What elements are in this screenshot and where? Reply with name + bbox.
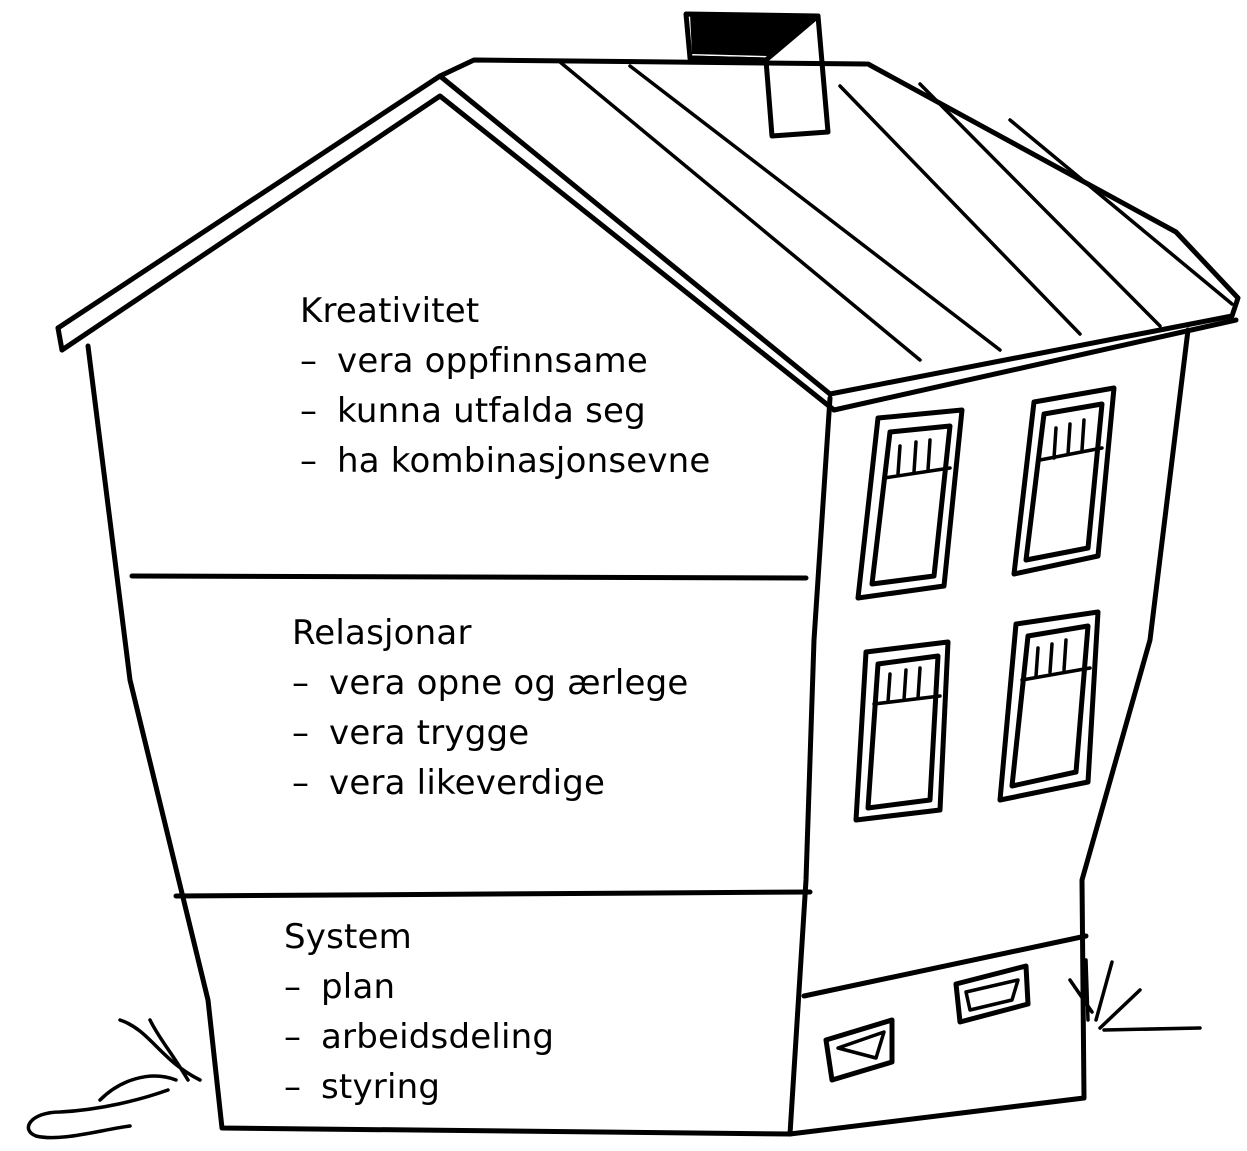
level-top-item-text: kunna utfalda seg — [337, 391, 646, 431]
level-middle-item-text: vera opne og ærlege — [329, 663, 689, 703]
window-upper-left — [858, 410, 962, 598]
window-upper-right — [1014, 388, 1114, 574]
level-bottom-item: – styring — [284, 1062, 554, 1112]
bullet: – — [284, 962, 310, 1012]
bullet: – — [284, 1062, 310, 1112]
basement-vent-right — [956, 966, 1028, 1022]
basement-vent-left — [826, 1020, 892, 1080]
bullet: – — [300, 436, 326, 486]
level-middle-item-text: vera likeverdige — [329, 763, 605, 803]
level-bottom-title: System — [284, 912, 554, 962]
level-middle-item-text: vera trygge — [329, 713, 529, 753]
window-lower-left — [856, 642, 948, 820]
level-middle-item: – vera opne og ærlege — [292, 658, 689, 708]
level-top-item-text: ha kombinasjonsevne — [337, 441, 711, 481]
level-bottom-item: – plan — [284, 962, 554, 1012]
level-top-item: – ha kombinasjonsevne — [300, 436, 711, 486]
level-bottom-item: – arbeidsdeling — [284, 1012, 554, 1062]
level-top-item: – vera oppfinnsame — [300, 336, 711, 386]
level-middle-text: Relasjonar – vera opne og ærlege – vera … — [292, 608, 689, 808]
bullet: – — [300, 386, 326, 436]
level-bottom-item-text: styring — [321, 1067, 440, 1107]
level-bottom-item-text: arbeidsdeling — [321, 1017, 554, 1057]
grass-right — [1070, 960, 1200, 1030]
grass-left — [28, 1020, 200, 1138]
bullet: – — [300, 336, 326, 386]
bullet: – — [292, 708, 318, 758]
level-bottom-text: System – plan – arbeidsdeling – styring — [284, 912, 554, 1112]
level-top-text: Kreativitet – vera oppfinnsame – kunna u… — [300, 286, 711, 486]
chimney — [686, 14, 828, 136]
bullet: – — [292, 658, 318, 708]
level-middle-title: Relasjonar — [292, 608, 689, 658]
level-bottom-item-text: plan — [321, 967, 395, 1007]
bullet: – — [292, 758, 318, 808]
window-lower-right — [1000, 612, 1098, 800]
level-top-title: Kreativitet — [300, 286, 711, 336]
level-top-item-text: vera oppfinnsame — [337, 341, 648, 381]
bullet: – — [284, 1012, 310, 1062]
level-top-item: – kunna utfalda seg — [300, 386, 711, 436]
level-middle-item: – vera likeverdige — [292, 758, 689, 808]
level-middle-item: – vera trygge — [292, 708, 689, 758]
